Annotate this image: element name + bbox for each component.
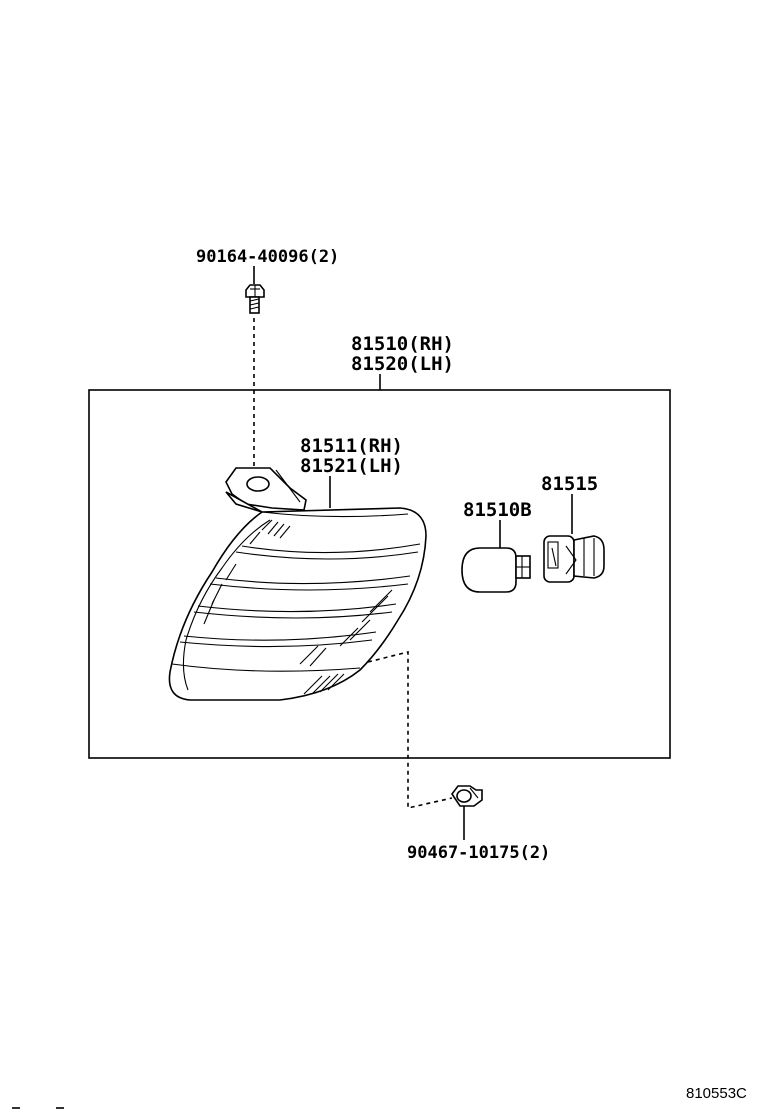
- label-socket: 81515: [541, 473, 598, 495]
- label-lens-rh: 81511(RH): [300, 435, 403, 457]
- label-screw: 90164-40096(2): [196, 247, 339, 267]
- socket-icon: [543, 535, 605, 583]
- clip-icon: [451, 785, 483, 807]
- label-bulb: 81510B: [463, 499, 532, 521]
- label-assy-rh: 81510(RH): [351, 333, 454, 355]
- clip-guide-line: [367, 650, 453, 810]
- assembly-frame: [88, 389, 671, 759]
- label-lens-lh: 81521(LH): [300, 455, 403, 477]
- bulb-icon: [461, 547, 531, 593]
- figure-code: 810553C: [686, 1085, 747, 1102]
- lens-housing-icon: [168, 467, 427, 701]
- screw-icon: [245, 284, 265, 314]
- label-clip: 90467-10175(2): [407, 843, 550, 863]
- label-assy-lh: 81520(LH): [351, 353, 454, 375]
